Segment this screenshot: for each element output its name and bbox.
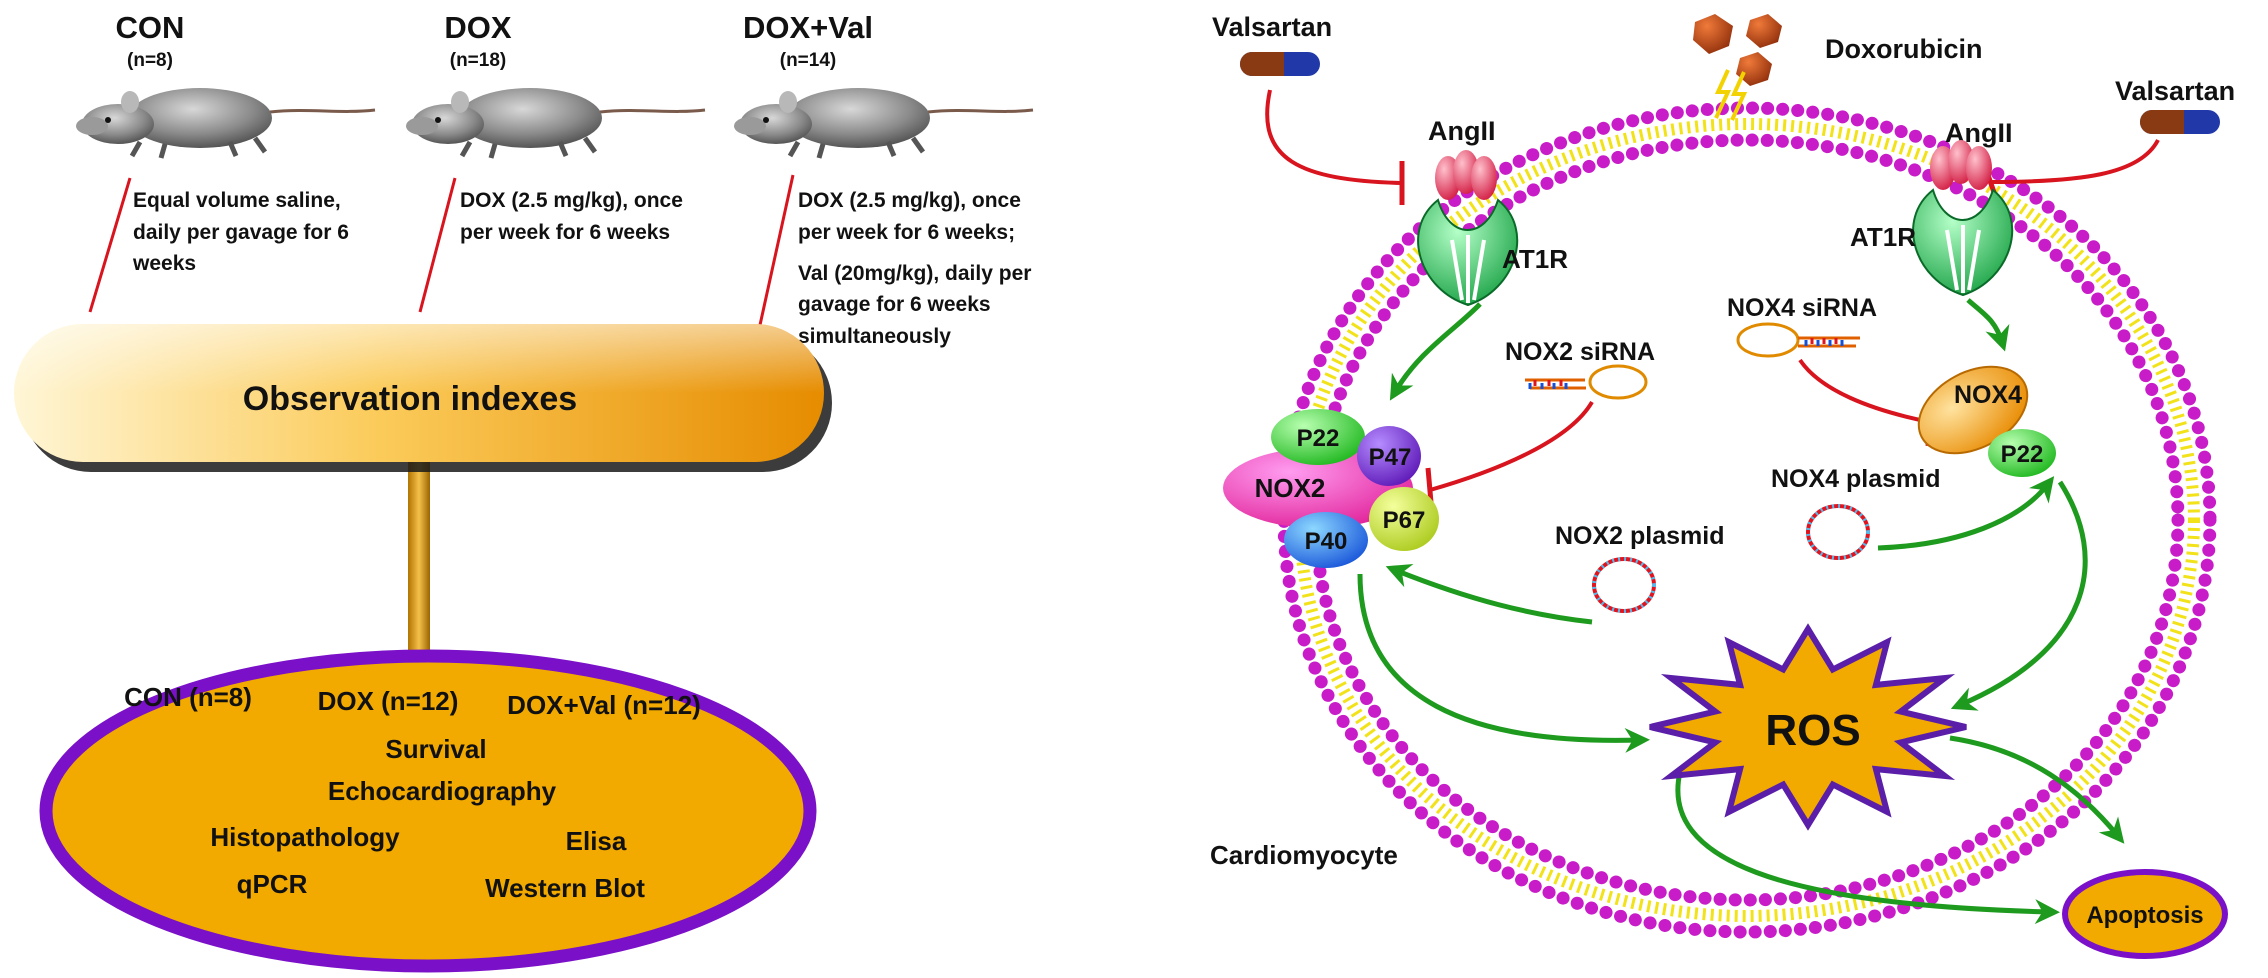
arrow-nox2-to-ros xyxy=(1357,573,1650,753)
protocol-line: per week for 6 weeks; xyxy=(798,221,1015,244)
label-nox2-sirna: NOX2 siRNA xyxy=(1505,338,1655,366)
label-valsartan-right: Valsartan xyxy=(2115,76,2235,106)
oval-histopathology: Histopathology xyxy=(210,822,400,852)
label-ros: ROS xyxy=(1765,706,1860,755)
valsartan-capsule-left-icon xyxy=(1240,52,1320,76)
valsartan-capsule-right-icon xyxy=(2140,110,2220,134)
connector-line-dox xyxy=(418,177,457,313)
protocol-line: Equal volume saline, xyxy=(133,189,341,212)
arrow-nox2-plasmid xyxy=(1385,563,1593,625)
protocol-line: daily per gavage for 6 xyxy=(133,221,349,244)
p22-subunit-right xyxy=(1988,429,2056,477)
nox2-complex: P22 P47 NOX2 P67 P40 xyxy=(1223,409,1439,568)
angii-ligand-left-icon xyxy=(1435,150,1497,200)
arrow-ros-to-apoptosis-top xyxy=(1949,735,2125,844)
p22-subunit-left xyxy=(1271,409,1365,465)
sirna-nox2-icon xyxy=(1525,364,1648,400)
protocol-line: gavage for 6 weeks xyxy=(798,293,991,316)
rat-icon-dox-val xyxy=(734,88,1034,159)
inhibit-line-nox4-sirna xyxy=(1798,358,1931,424)
study-design-panel: CON (n=8) DOX (n=18) DOX+Val (n=14) xyxy=(14,10,1034,973)
arrow-at1r-to-nox4 xyxy=(1966,298,2010,352)
at1r-receptor-left-icon xyxy=(1417,198,1519,307)
connector-pillar xyxy=(408,462,430,660)
group-label-dox: DOX xyxy=(444,10,512,45)
label-cardiomyocyte: Cardiomyocyte xyxy=(1210,840,1398,870)
p67-subunit xyxy=(1369,487,1439,551)
inhibit-line-nox2-sirna xyxy=(1429,400,1594,492)
label-nox2: NOX2 xyxy=(1255,473,1326,503)
protocol-text-dox: DOX (2.5 mg/kg), once per week for 6 wee… xyxy=(460,189,683,244)
label-p22-right: P22 xyxy=(2001,441,2044,468)
doxorubicin-icon xyxy=(1693,14,1782,121)
protocol-line: Val (20mg/kg), daily per xyxy=(798,262,1031,285)
label-valsartan-left: Valsartan xyxy=(1212,12,1332,42)
oval-qpcr: qPCR xyxy=(237,869,308,899)
rat-icon-dox xyxy=(406,88,706,159)
group-label-con: CON xyxy=(116,10,185,45)
activation-arrows xyxy=(1357,298,2125,925)
protocol-text-con: Equal volume saline, daily per gavage fo… xyxy=(132,189,349,275)
arrow-at1r-to-nox2 xyxy=(1389,302,1482,401)
apoptosis-node: Apoptosis xyxy=(2062,869,2228,959)
group-n-dox-val: (n=14) xyxy=(780,50,837,71)
group-n-con: (n=8) xyxy=(127,50,173,71)
observation-banner: Observation indexes xyxy=(14,324,832,472)
label-p40: P40 xyxy=(1305,528,1348,555)
connector-line-con xyxy=(88,177,132,313)
label-nox4: NOX4 xyxy=(1954,381,2022,409)
rat-icon-con xyxy=(76,88,376,159)
plasmid-nox2-icon xyxy=(1592,557,1656,613)
oval-western-blot: Western Blot xyxy=(485,873,645,903)
label-p67: P67 xyxy=(1383,507,1426,534)
inhibit-line-valsartan-right xyxy=(1989,139,2160,184)
label-nox4-sirna: NOX4 siRNA xyxy=(1727,294,1877,322)
protocol-text-dox-val: DOX (2.5 mg/kg), once per week for 6 wee… xyxy=(798,189,1031,348)
oval-survival: Survival xyxy=(385,734,486,764)
plasmid-nox4-icon xyxy=(1806,504,1870,560)
label-angii-left: AngII xyxy=(1428,116,1496,146)
arrow-nox4-plasmid xyxy=(1877,476,2055,551)
label-doxorubicin: Doxorubicin xyxy=(1825,34,1983,64)
label-nox4-plasmid: NOX4 plasmid xyxy=(1771,465,1941,493)
protocol-line: DOX (2.5 mg/kg), once xyxy=(460,189,683,212)
nox4-complex: NOX4 P22 xyxy=(1917,365,2056,477)
arrow-nox4-to-ros xyxy=(1950,480,2088,711)
label-p22-left: P22 xyxy=(1297,425,1340,452)
oval-count-dox-val: DOX+Val (n=12) xyxy=(507,690,701,720)
ros-burst: ROS xyxy=(1649,623,1967,831)
p47-subunit xyxy=(1357,426,1421,486)
oval-elisa: Elisa xyxy=(566,826,627,856)
label-apoptosis: Apoptosis xyxy=(2086,902,2203,929)
protocol-line: simultaneously xyxy=(798,325,951,348)
banner-title: Observation indexes xyxy=(243,380,577,418)
protocol-line: DOX (2.5 mg/kg), once xyxy=(798,189,1021,212)
oval-count-dox: DOX (n=12) xyxy=(318,686,459,716)
angii-ligand-right-icon xyxy=(1930,140,1992,190)
inhibit-line-valsartan-left xyxy=(1265,89,1401,185)
connector-line-dox-val xyxy=(758,174,795,326)
mechanism-panel: Doxorubicin Valsartan Valsartan AngII xyxy=(1210,12,2235,959)
label-at1r-left: AT1R xyxy=(1502,244,1568,274)
at1r-receptor-right-icon xyxy=(1912,188,2014,297)
label-p47: P47 xyxy=(1369,444,1412,471)
sirna-nox4-icon xyxy=(1736,322,1860,358)
group-n-dox: (n=18) xyxy=(450,50,507,71)
results-oval: CON (n=8) DOX (n=12) DOX+Val (n=12) Surv… xyxy=(39,649,817,973)
oval-echocardiography: Echocardiography xyxy=(328,776,557,806)
protocol-line: per week for 6 weeks xyxy=(460,221,670,244)
label-nox2-plasmid: NOX2 plasmid xyxy=(1555,522,1725,550)
label-at1r-right: AT1R xyxy=(1850,222,1916,252)
arrow-ros-to-apoptosis-bottom xyxy=(1675,771,2060,925)
oval-count-con: CON (n=8) xyxy=(124,682,252,712)
protocol-line: weeks xyxy=(132,252,196,275)
group-label-dox-val: DOX+Val xyxy=(743,10,873,45)
p40-subunit xyxy=(1284,512,1368,568)
